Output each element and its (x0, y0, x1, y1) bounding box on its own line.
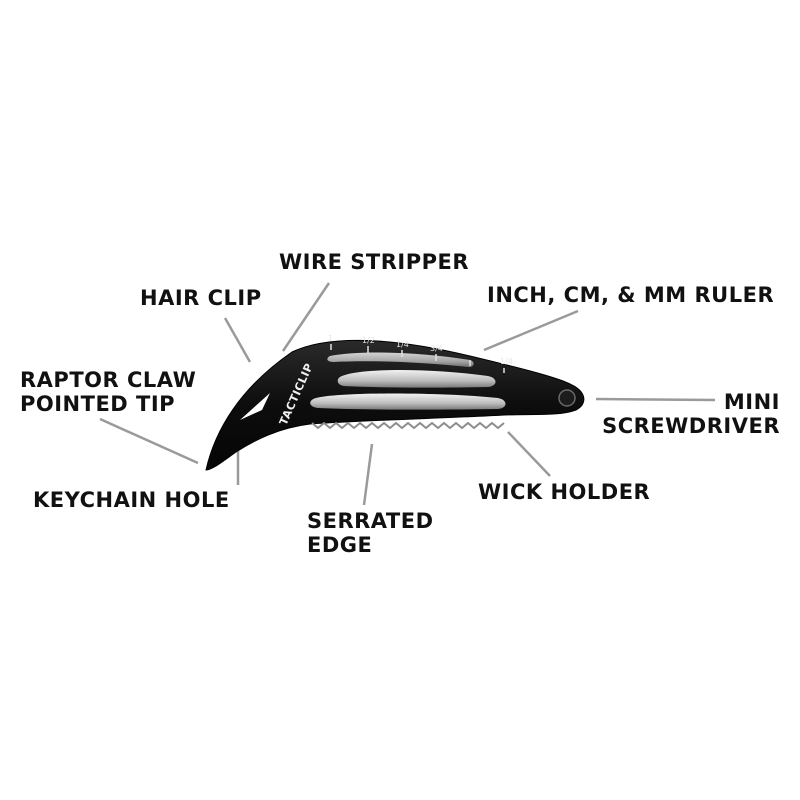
label-ruler: INCH, CM, & MM RULER (487, 283, 775, 307)
ruler-mark: 1/4 (396, 340, 409, 349)
label-raptor-claw-line2: POINTED TIP (20, 392, 176, 416)
keychain-hole-cutout (240, 393, 270, 420)
ruler-mark: 1 (328, 334, 333, 343)
label-raptor-claw: RAPTOR CLAW POINTED TIP (20, 368, 196, 416)
leader-line-wire-stripper (281, 282, 331, 352)
ruler-mark: 3/4 (430, 344, 443, 353)
leader-line-mini-screwdriver (595, 397, 716, 402)
leader-lines (99, 282, 716, 506)
top-slot (327, 352, 474, 368)
ruler-mark: 1/2 (362, 336, 375, 345)
upper-slot (337, 370, 496, 388)
label-serrated-edge-line2: EDGE (307, 533, 373, 557)
leader-line-hair-clip (223, 317, 252, 363)
label-raptor-claw-line1: RAPTOR CLAW (20, 368, 197, 392)
ruler-marks: 1 1/2 1/4 3/4 1/4 (328, 334, 513, 366)
tacticlip-tool: 1 1/2 1/4 3/4 1/4 TACTICLIP (205, 334, 585, 471)
label-mini-screwdriver-line1: MINI (723, 390, 780, 414)
label-wick-holder: WICK HOLDER (478, 480, 651, 504)
label-serrated-edge-line1: SERRATED (307, 509, 434, 533)
label-wire-stripper: WIRE STRIPPER (279, 250, 470, 274)
label-hair-clip: HAIR CLIP (140, 286, 262, 310)
leader-line-wick-holder (507, 431, 551, 477)
lower-slot (310, 393, 506, 410)
leader-line-raptor-claw (99, 417, 199, 465)
label-mini-screwdriver: MINI SCREWDRIVER (602, 390, 780, 438)
label-serrated-edge: SERRATED EDGE (307, 509, 434, 557)
ruler-mark: 1/4 (500, 357, 513, 366)
label-keychain-hole: KEYCHAIN HOLE (33, 488, 230, 512)
ruler-ticks (330, 344, 505, 373)
screwdriver-tip (558, 389, 576, 407)
leader-line-serrated-edge (362, 443, 374, 506)
serrated-edge-teeth (311, 421, 505, 430)
leader-line-ruler (483, 309, 579, 352)
label-mini-screwdriver-line2: SCREWDRIVER (602, 414, 780, 438)
